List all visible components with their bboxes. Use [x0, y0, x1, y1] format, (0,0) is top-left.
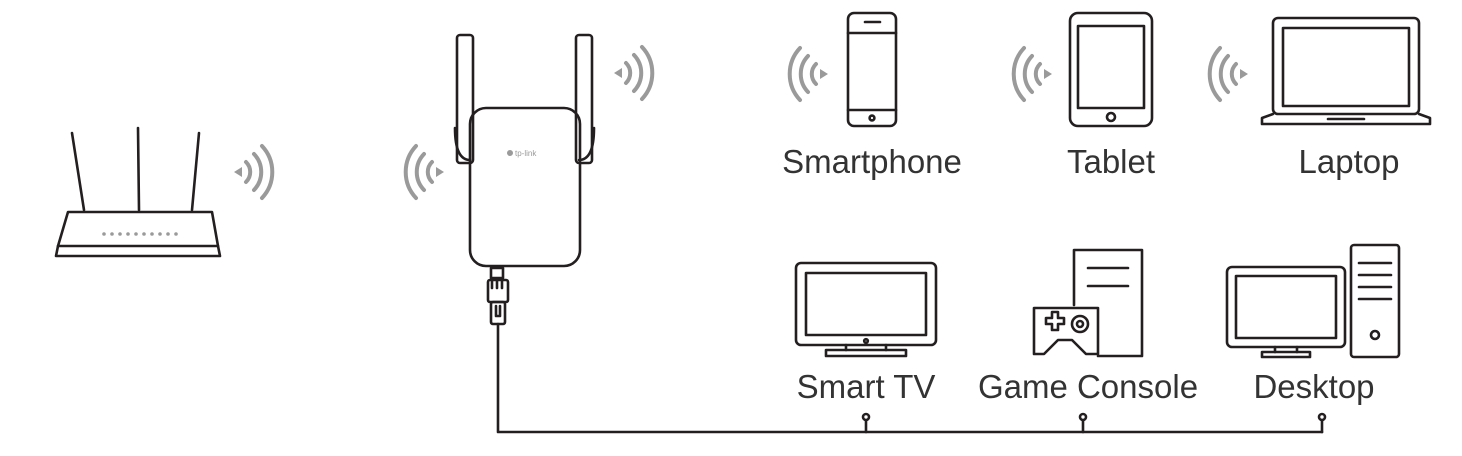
desktop-label: Desktop	[1253, 368, 1375, 405]
range-extender-icon: tp-link	[453, 33, 596, 280]
wifi-signal-icon	[787, 46, 828, 102]
smart-tv-icon	[794, 261, 938, 358]
wifi-signal-icon	[234, 144, 275, 200]
tablet-label: Tablet	[1066, 143, 1156, 180]
wifi-signal-icon	[1207, 46, 1248, 102]
laptop-label: Laptop	[1298, 143, 1400, 180]
wireless-router-icon	[54, 126, 222, 258]
game-console-icon	[1032, 248, 1144, 358]
wifi-signal-icon	[614, 45, 655, 101]
brand-logo: tp-link	[515, 149, 537, 158]
wifi-signal-icon	[403, 144, 444, 200]
smartphone-icon	[846, 11, 898, 128]
laptop-icon	[1260, 16, 1432, 126]
smart-tv-label: Smart TV	[796, 368, 936, 405]
wifi-signal-icon	[1011, 46, 1052, 102]
game-console-label: Game Console	[977, 368, 1199, 405]
ethernet-bus-line	[496, 322, 1327, 434]
smartphone-label: Smartphone	[782, 143, 962, 180]
ethernet-cable-icon	[486, 278, 510, 326]
tablet-icon	[1068, 11, 1154, 128]
desktop-computer-icon	[1225, 243, 1401, 359]
